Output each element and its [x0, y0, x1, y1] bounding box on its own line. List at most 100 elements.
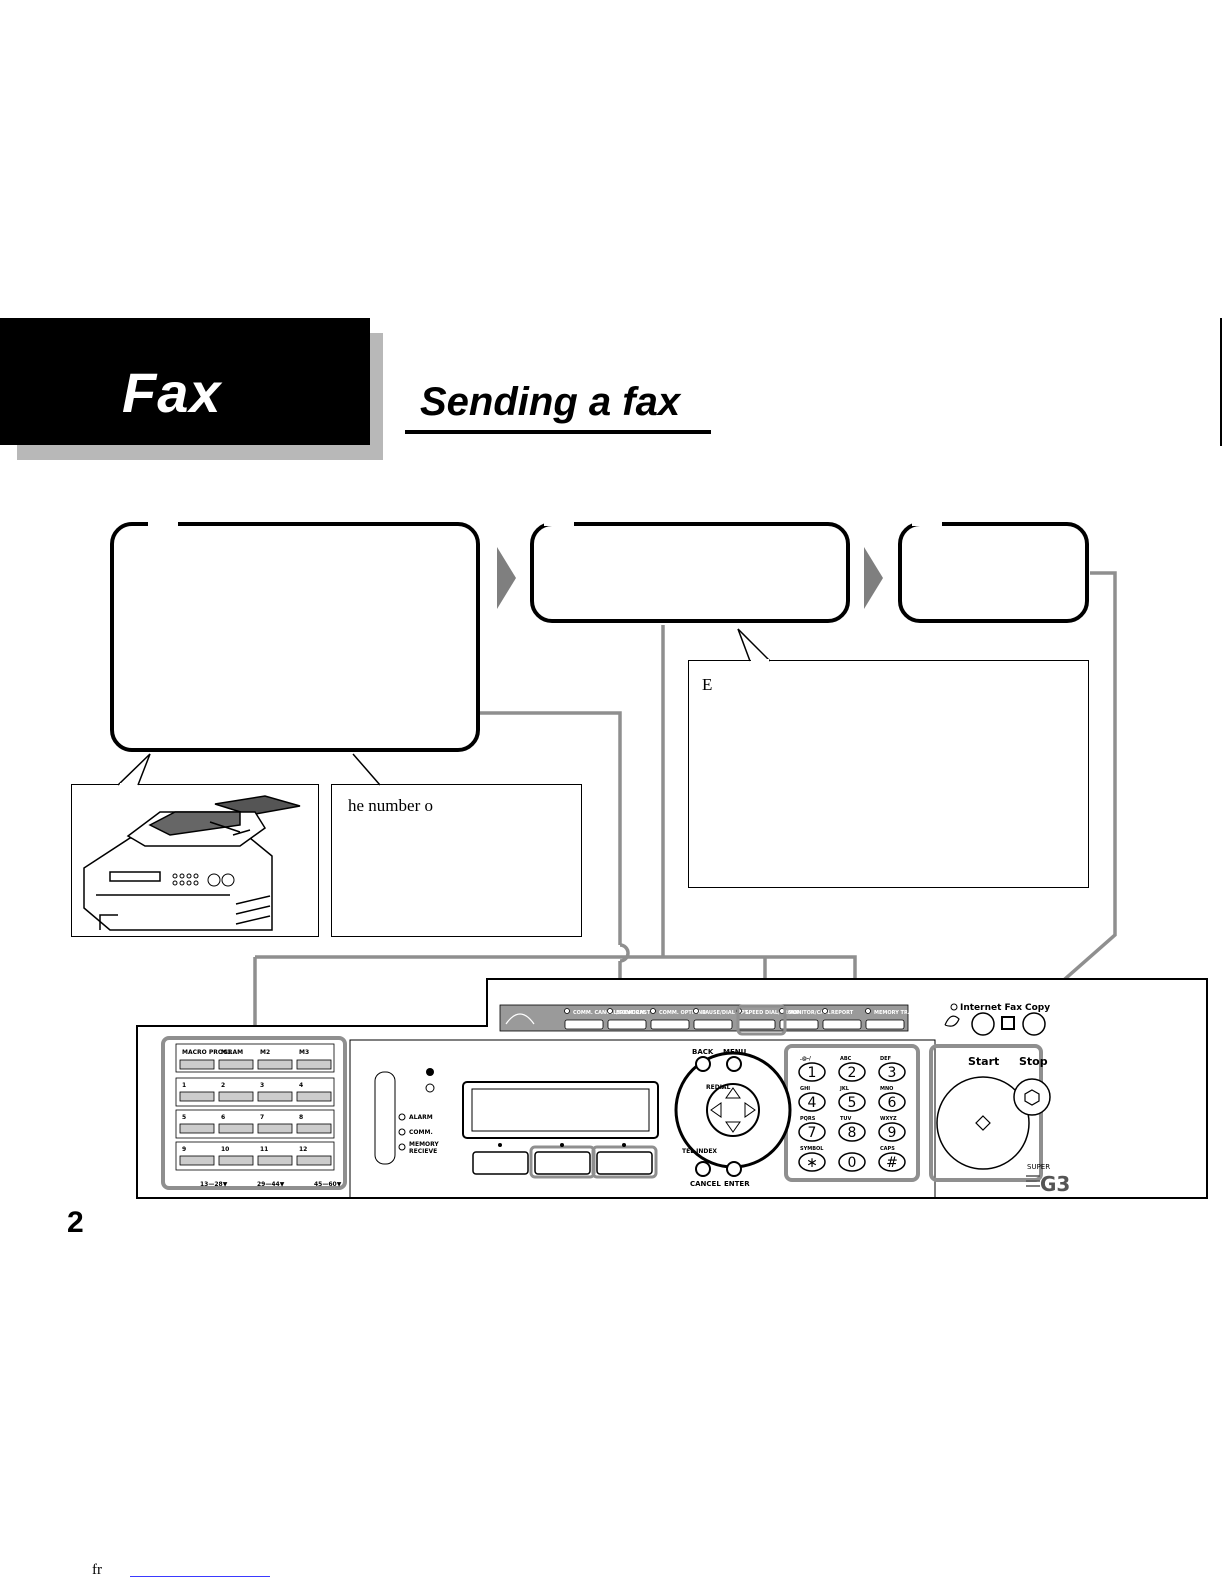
- soft-key-1[interactable]: [472, 1151, 529, 1175]
- one-touch-key[interactable]: [218, 1155, 254, 1166]
- arrow-down-icon[interactable]: [725, 1121, 741, 1133]
- back-button[interactable]: [695, 1056, 711, 1072]
- stop-label: Stop: [1019, 1055, 1048, 1068]
- keypad-key[interactable]: [798, 1092, 826, 1112]
- footer-link[interactable]: [130, 1576, 270, 1577]
- keypad-key[interactable]: [878, 1092, 906, 1112]
- one-touch-key[interactable]: [257, 1155, 293, 1166]
- keypad-digit: 0: [848, 1155, 857, 1171]
- stop-button[interactable]: [1013, 1078, 1051, 1116]
- one-touch-key[interactable]: [218, 1059, 254, 1070]
- one-touch-key[interactable]: [179, 1059, 215, 1070]
- function-key[interactable]: [736, 1019, 776, 1030]
- keypad-digit: 4: [808, 1095, 817, 1111]
- one-touch-key[interactable]: [179, 1123, 215, 1134]
- indicator-led: [398, 1128, 406, 1136]
- keypad-key[interactable]: [838, 1122, 866, 1142]
- highlight-soft-key-3: [591, 1145, 658, 1179]
- callout-right-text: E: [702, 675, 713, 694]
- internet-fax-icon: [944, 1015, 960, 1027]
- function-key[interactable]: [865, 1019, 905, 1030]
- function-key[interactable]: [650, 1019, 690, 1030]
- indicator-label: MEMORY: [409, 1141, 439, 1148]
- step-box-1: [110, 522, 480, 752]
- function-key[interactable]: [607, 1019, 647, 1030]
- one-touch-key[interactable]: [179, 1155, 215, 1166]
- keypad-key[interactable]: [838, 1092, 866, 1112]
- one-touch-key[interactable]: [257, 1091, 293, 1102]
- start-button[interactable]: [936, 1076, 1030, 1170]
- keypad-letters: MNO: [880, 1086, 893, 1092]
- function-key-label: COMM. OPTIONS: [659, 1010, 706, 1016]
- arrow-up-icon[interactable]: [725, 1087, 741, 1099]
- one-touch-key[interactable]: [296, 1091, 332, 1102]
- one-touch-number: 3: [260, 1082, 264, 1089]
- function-key[interactable]: [822, 1019, 862, 1030]
- one-touch-number: 8: [299, 1114, 303, 1121]
- one-touch-number: 7: [260, 1114, 264, 1121]
- soft-key-2[interactable]: [534, 1151, 591, 1175]
- cancel-label: CANCEL: [690, 1180, 721, 1188]
- keypad-key[interactable]: [838, 1152, 866, 1172]
- one-touch-key[interactable]: [179, 1091, 215, 1102]
- function-key[interactable]: [564, 1019, 604, 1030]
- arrow-left-icon[interactable]: [710, 1102, 722, 1118]
- footer-text: fr: [92, 1562, 102, 1578]
- function-key-label: PAUSE/DIAL OPT.: [702, 1010, 749, 1016]
- stop-icon: [1024, 1089, 1040, 1106]
- keypad-key[interactable]: [878, 1152, 906, 1172]
- function-key-label: SPEED DIAL/GROUP: [745, 1010, 800, 1016]
- function-led: [650, 1008, 656, 1014]
- highlight-one-touch: [161, 1036, 347, 1190]
- step-box-notch: [912, 522, 942, 526]
- cancel-button[interactable]: [695, 1161, 711, 1177]
- keypad-key[interactable]: [878, 1062, 906, 1082]
- one-touch-key[interactable]: [218, 1123, 254, 1134]
- start-label: Start: [968, 1055, 999, 1068]
- keypad-key[interactable]: [798, 1152, 826, 1172]
- internet-fax-button[interactable]: [971, 1012, 995, 1036]
- keypad-digit: 7: [808, 1125, 817, 1141]
- indicator-label: ALARM: [409, 1114, 433, 1121]
- arrow-right-icon[interactable]: [744, 1102, 756, 1118]
- keypad-key[interactable]: [838, 1062, 866, 1082]
- keypad-digit: 9: [888, 1125, 897, 1141]
- function-key[interactable]: [779, 1019, 819, 1030]
- menu-button[interactable]: [726, 1056, 742, 1072]
- tel-index-label: TEL INDEX: [682, 1148, 717, 1155]
- logo-stripes: [1026, 1175, 1040, 1187]
- keypad-key[interactable]: [878, 1122, 906, 1142]
- function-key[interactable]: [693, 1019, 733, 1030]
- function-led: [607, 1008, 613, 1014]
- function-key-label: REPORT: [831, 1010, 854, 1016]
- callout-middle-text: he number o: [348, 796, 433, 815]
- one-touch-key[interactable]: [257, 1059, 293, 1070]
- one-touch-key[interactable]: [296, 1123, 332, 1134]
- numeric-keypad: .@-/1ABC2DEF3GHI4JKL5MNO6PQRS7TUV8WXYZ9S…: [798, 1056, 906, 1172]
- copy-button[interactable]: [1022, 1012, 1046, 1036]
- start-icon: [975, 1115, 991, 1131]
- soft-key-3[interactable]: [596, 1151, 653, 1175]
- enter-button[interactable]: [726, 1161, 742, 1177]
- one-touch-key[interactable]: [218, 1091, 254, 1102]
- keypad-letters: WXYZ: [880, 1116, 897, 1122]
- keypad-letters: DEF: [880, 1056, 891, 1062]
- keypad-key[interactable]: [798, 1122, 826, 1142]
- text-callout-middle: [331, 784, 582, 937]
- copy-label: Copy: [1025, 1003, 1050, 1013]
- lcd-display: [462, 1081, 659, 1139]
- one-touch-number: 10: [221, 1146, 229, 1153]
- indicator-label: RECIEVE: [409, 1148, 437, 1155]
- one-touch-key[interactable]: [296, 1155, 332, 1166]
- menu-label: MENU: [723, 1048, 747, 1056]
- one-touch-key[interactable]: [257, 1123, 293, 1134]
- one-touch-key[interactable]: [296, 1059, 332, 1070]
- indicator-led: [398, 1113, 406, 1121]
- keypad-key[interactable]: [798, 1062, 826, 1082]
- one-touch-number: 4: [299, 1082, 303, 1089]
- page-edge-line: [1220, 318, 1222, 446]
- keypad-digit: ∗: [806, 1155, 818, 1171]
- one-touch-label: MACRO PROGRAM: [182, 1049, 243, 1056]
- section-tab: [0, 318, 370, 445]
